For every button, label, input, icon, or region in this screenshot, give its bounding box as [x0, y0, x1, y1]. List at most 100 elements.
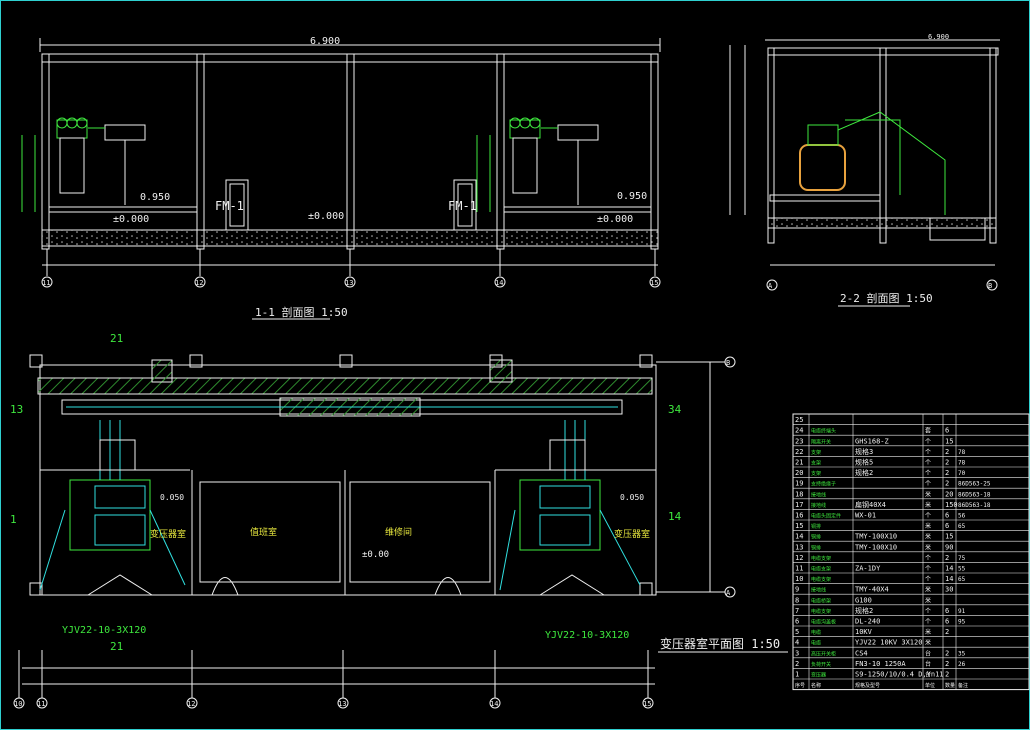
table-cell: DL-240: [855, 618, 880, 626]
table-cell: 电缆: [811, 640, 821, 647]
plan-level-left: 0.050: [160, 493, 184, 502]
table-cell: 规格2: [855, 468, 873, 477]
table-cell: 35: [958, 650, 966, 657]
table-cell: 个: [925, 576, 931, 583]
room-duty-label: 值班室: [250, 526, 277, 538]
table-cell: 电缆桥架: [811, 597, 831, 604]
table-cell: TMY-100X10: [855, 543, 897, 551]
table-cell: 78: [958, 449, 966, 456]
table-cell: 个: [925, 555, 931, 562]
transformer-right-plan: [499, 420, 641, 591]
table-cell: 个: [925, 481, 931, 488]
table-cell: 86D563-18: [958, 502, 991, 509]
table-cell: 接地线: [811, 502, 826, 509]
table-cell: 个: [925, 438, 931, 445]
table-cell: 70: [958, 470, 966, 477]
table-cell: 19: [795, 480, 803, 488]
table-header-cell: 名称: [811, 682, 821, 689]
table-cell: 14: [945, 565, 953, 573]
table-cell: 65: [958, 576, 966, 583]
axis-B-plan: B: [726, 359, 730, 367]
table-cell: 78: [958, 460, 966, 467]
cable-left-label: YJV22-10-3X120: [62, 625, 146, 636]
plan-axis-13: 13: [338, 700, 346, 708]
table-cell: 55: [958, 566, 966, 573]
table-cell: 米: [925, 522, 931, 530]
table-cell: 65: [958, 523, 966, 530]
table-cell: 6: [945, 618, 949, 626]
table-cell: 接地线: [811, 491, 826, 498]
table-cell: S9-1250/10/0.4 D,Yn11: [855, 671, 944, 679]
transformer-left-plan: [39, 420, 186, 591]
table-cell: 米: [925, 490, 931, 498]
plan-axis-14: 14: [490, 700, 498, 708]
table-cell: 24: [795, 427, 803, 435]
level-right-zero: ±0.000: [597, 214, 633, 225]
table-cell: CS4: [855, 649, 868, 657]
table-cell: 电缆沟盖板: [811, 619, 836, 626]
door-right-label: FM-1: [448, 199, 477, 213]
table-cell: 6: [795, 618, 799, 626]
table-cell: 20: [945, 490, 953, 498]
table-header-cell: 序号: [795, 682, 805, 689]
section-2-2: 6.900 A B 2-2 剖面图 1:50: [729, 33, 1000, 307]
table-cell: 扁钢40X4: [855, 500, 886, 509]
table-cell: 2: [945, 660, 949, 668]
level-left-zero: ±0.000: [113, 214, 149, 225]
table-cell: 90: [945, 543, 953, 551]
plan-title: 变压器室平面图 1:50: [660, 636, 780, 651]
axis-14: 14: [495, 279, 503, 287]
table-cell: 13: [795, 543, 803, 551]
table-cell: 95: [958, 619, 966, 626]
table-cell: FN3-10 1250A: [855, 660, 906, 668]
table-cell: 支持绝缘子: [811, 481, 836, 488]
table-cell: 75: [958, 555, 966, 562]
table-cell: 30: [945, 586, 953, 594]
transformer-right-section: [509, 117, 599, 205]
table-cell: 6: [945, 512, 949, 520]
table-cell: 18: [795, 490, 803, 498]
table-cell: 米: [925, 596, 931, 604]
table-cell: 规格3: [855, 447, 873, 456]
table-cell: TMY-100X10: [855, 533, 897, 541]
table-cell: 2: [945, 628, 949, 636]
section11-top-dim: 6.900: [310, 36, 340, 47]
table-cell: 米: [925, 533, 931, 541]
table-cell: 23: [795, 437, 803, 445]
table-cell: 电缆头固定件: [811, 513, 841, 520]
table-cell: 2: [945, 480, 949, 488]
level-left-high: 0.950: [140, 192, 170, 203]
table-cell: 米: [925, 501, 931, 509]
table-cell: 6: [945, 522, 949, 530]
table-cell: 负荷开关: [811, 661, 831, 668]
mark-21-bot: 21: [110, 640, 123, 653]
table-cell: 个: [925, 460, 931, 467]
level-mid-zero: ±0.000: [308, 211, 344, 222]
table-cell: ZA-1DY: [855, 565, 881, 573]
table-cell: 米: [925, 628, 931, 636]
table-cell: YJV22 10KV 3X120: [855, 639, 922, 647]
table-cell: 米: [925, 639, 931, 647]
table-cell: 2: [945, 459, 949, 467]
axis-A-22: A: [768, 282, 773, 290]
table-cell: WX-01: [855, 512, 876, 520]
table-cell: 4: [795, 639, 799, 647]
door-left-label: FM-1: [215, 199, 244, 213]
table-cell: 5: [795, 628, 799, 636]
table-cell: 规格5: [855, 458, 873, 467]
axis-15: 15: [650, 279, 658, 287]
table-cell: 个: [925, 608, 931, 615]
room-left-label: 变压器室: [150, 528, 186, 540]
table-cell: 7: [795, 607, 799, 615]
table-cell: 电缆支架: [811, 576, 831, 583]
table-cell: 高压开关柜: [811, 650, 836, 657]
transformer-left-section: [56, 117, 146, 205]
table-cell: 2: [945, 469, 949, 477]
mark-1: 1: [10, 513, 17, 526]
mark-34: 34: [668, 403, 682, 416]
table-cell: 25: [795, 416, 803, 424]
table-cell: 米: [925, 543, 931, 551]
table-cell: 6: [945, 427, 949, 435]
section11-title: 1-1 剖面图 1:50: [255, 305, 348, 319]
